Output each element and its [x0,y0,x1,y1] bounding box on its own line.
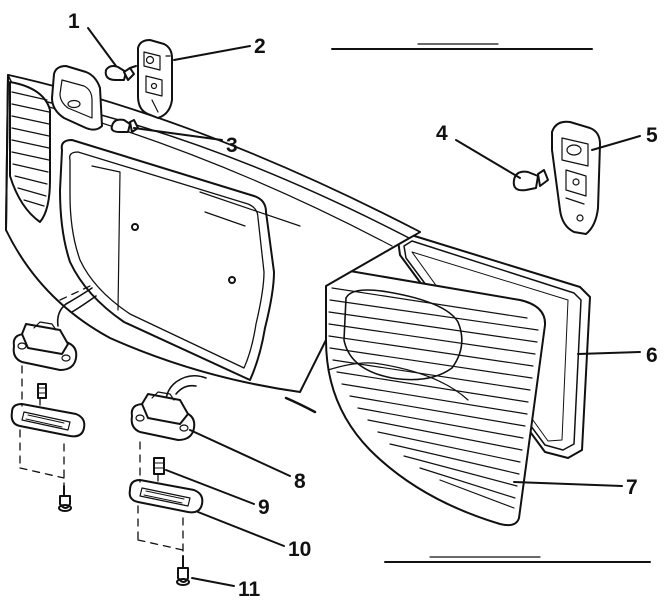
rear-panel [5,74,421,414]
side-marker-bracket [51,65,103,131]
tail-lamp-lens [325,269,547,527]
lamp-holder-2 [137,39,173,119]
screw-left [58,485,72,512]
spring-clip-left [37,383,47,399]
callout-5: 5 [646,124,658,147]
spring-clip-right [153,457,165,475]
screw-right [176,555,190,586]
bulb-4 [512,169,549,192]
callout-7: 7 [626,476,638,499]
callout-4: 4 [436,122,448,145]
plate-lamp-left [12,287,97,371]
callout-1: 1 [68,10,80,33]
callout-11: 11 [238,578,261,601]
dashed-guides-left [19,285,91,487]
gasket-right [128,479,204,514]
lamp-holder-5 [551,120,601,235]
callout-labels: 1 2 3 4 5 6 7 8 9 10 11 [68,10,658,601]
dashed-guides-right [137,441,184,557]
gasket-left [10,403,86,438]
callout-10: 10 [288,538,311,561]
bulb-3 [110,118,139,133]
callout-2: 2 [254,35,266,58]
rule-line-bottom [384,556,651,563]
rule-line-top [331,43,593,50]
callout-9: 9 [258,496,270,519]
plate-lamp-right [130,374,207,441]
bulb-1 [104,65,137,81]
callout-6: 6 [646,344,658,367]
leader-lines [87,27,641,587]
callout-3: 3 [226,134,238,157]
callout-8: 8 [294,470,306,493]
